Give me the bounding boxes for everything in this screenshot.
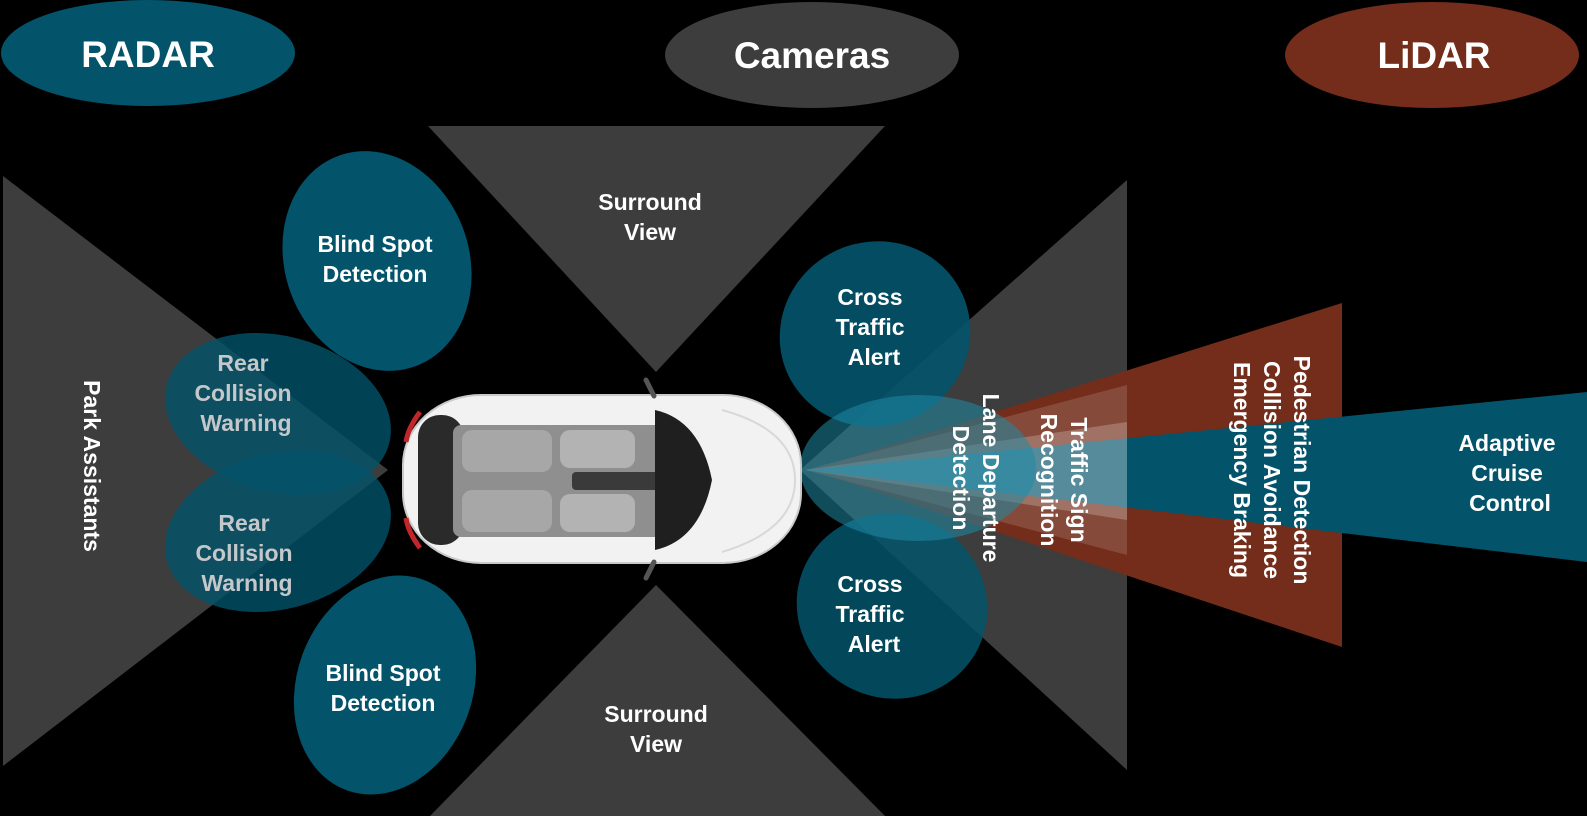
blind-spot-top-label-1: Blind Spot	[318, 231, 433, 257]
car-top-view	[402, 377, 802, 581]
traffic-sign-label-1: Traffic Sign	[1066, 417, 1092, 542]
lidar-feature-1: Pedestrian Detection	[1289, 356, 1315, 585]
car-seat-rear-top	[462, 430, 552, 472]
rear-collision-top-label-3: Warning	[200, 410, 291, 436]
lidar-feature-3: Emergency Braking	[1229, 362, 1255, 578]
blind-spot-bottom-zone	[293, 575, 477, 795]
lidar-features-label: Pedestrian Detection Collision Avoidance…	[1229, 356, 1315, 585]
cross-traffic-top-label-1: Cross	[837, 284, 902, 310]
cameras-legend-ellipse	[665, 2, 959, 108]
traffic-sign-label: Traffic Sign Recognition	[1036, 414, 1092, 547]
surround-view-top-zone	[428, 126, 885, 372]
cross-traffic-bottom-zone	[796, 513, 988, 699]
cameras-label: Cameras	[734, 35, 890, 76]
car-rear-light-top	[403, 410, 423, 443]
car-seat-front-top	[560, 430, 635, 468]
park-assistants-label: Park Assistants	[79, 380, 105, 552]
lidar-feature-2: Collision Avoidance	[1259, 361, 1285, 579]
blind-spot-top-label-2: Detection	[323, 261, 428, 287]
cross-traffic-top-zone	[779, 241, 971, 427]
adaptive-cruise-label-1: Adaptive	[1458, 430, 1555, 456]
traffic-sign-label-2: Recognition	[1036, 414, 1062, 547]
car-hood-line	[721, 409, 797, 553]
surround-view-bottom-label-2: View	[630, 731, 682, 757]
surround-view-bottom-label-1: Surround	[604, 701, 708, 727]
lane-departure-label-2: Detection	[948, 426, 974, 531]
lidar-legend-ellipse	[1285, 2, 1579, 108]
cross-traffic-top-label-2: Traffic	[835, 314, 904, 340]
car-mirror-top	[643, 377, 657, 399]
rear-collision-top-label-1: Rear	[217, 350, 268, 376]
car-rear-window	[418, 415, 464, 545]
surround-view-bottom-zone	[430, 585, 885, 816]
lane-departure-zone	[800, 395, 1036, 541]
car-rear-light-bottom	[403, 517, 423, 550]
adaptive-cruise-label-2: Cruise	[1471, 460, 1543, 486]
cross-traffic-bottom-label-3: Alert	[848, 631, 901, 657]
cross-traffic-bottom-label-1: Cross	[837, 571, 902, 597]
car-console	[572, 472, 662, 490]
rear-collision-top-label-2: Collision	[194, 380, 291, 406]
blind-spot-bottom-label-2: Detection	[331, 690, 436, 716]
cross-traffic-top-label-3: Alert	[848, 344, 901, 370]
rear-collision-bottom-label-1: Rear	[218, 510, 269, 536]
park-assist-zone	[3, 176, 388, 766]
lane-departure-label: Lane Departure Detection	[948, 394, 1004, 563]
car-mirror-bottom	[643, 559, 657, 581]
adaptive-cruise-zone	[810, 392, 1587, 562]
radar-label: RADAR	[81, 34, 215, 75]
adaptive-cruise-label-3: Control	[1469, 490, 1551, 516]
blind-spot-bottom-label-1: Blind Spot	[326, 660, 441, 686]
car-seat-front-bottom	[560, 494, 635, 532]
rear-collision-bottom-zone	[165, 449, 391, 613]
lane-departure-label-1: Lane Departure	[978, 394, 1004, 563]
cross-traffic-bottom-label-2: Traffic	[835, 601, 904, 627]
car-seat-rear-bottom	[462, 490, 552, 532]
lidar-label: LiDAR	[1377, 35, 1490, 76]
rear-collision-bottom-label-2: Collision	[195, 540, 292, 566]
surround-view-top-label-1: Surround	[598, 189, 702, 215]
radar-legend-ellipse	[1, 0, 295, 106]
blind-spot-top-zone	[282, 151, 472, 371]
rear-collision-bottom-label-3: Warning	[201, 570, 292, 596]
car-windshield	[655, 410, 712, 550]
surround-view-top-label-2: View	[624, 219, 676, 245]
